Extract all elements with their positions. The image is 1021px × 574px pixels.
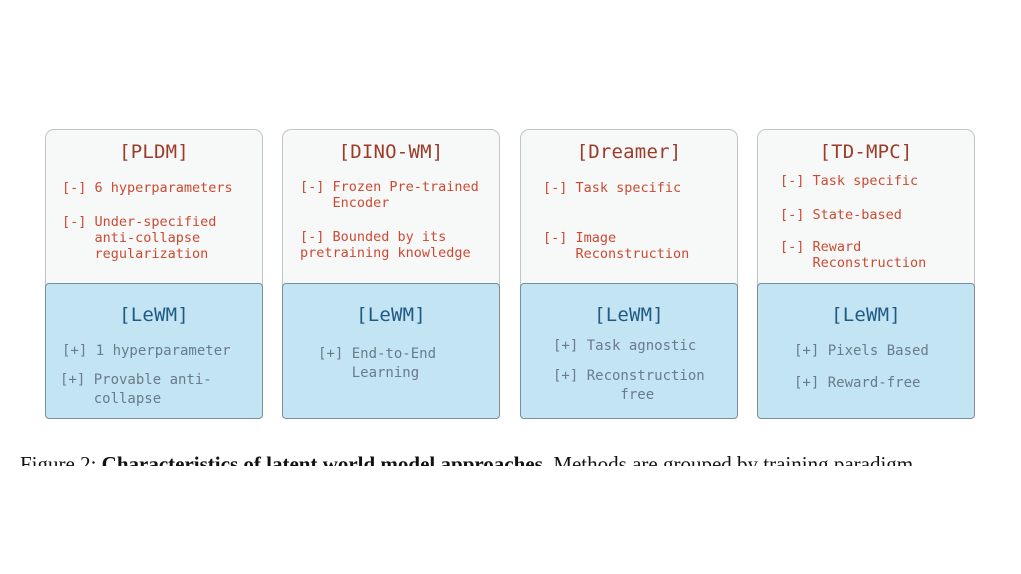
limitation-item: [-] Frozen Pre-trained Encoder xyxy=(300,179,479,211)
limitation-item: [-] Task specific xyxy=(543,180,682,196)
advantage-item: [+] End-to-End Learning xyxy=(318,346,437,381)
figure-caption: Figure 2: Characteristics of latent worl… xyxy=(20,452,1010,466)
method-title: [PLDM] xyxy=(119,141,189,163)
limitation-item: [-] Under-specified anti-collapse regula… xyxy=(62,214,217,262)
advantage-item: [+] Provable anti- collapse xyxy=(60,372,212,407)
lewm-title: [LeWM] xyxy=(594,304,664,326)
card-dreamer-lewm: [LeWM] [+] Task agnostic [+] Reconstruct… xyxy=(520,283,738,419)
advantage-item: [+] 1 hyperparameter xyxy=(62,343,231,359)
limitation-item: [-] Task specific xyxy=(780,173,919,189)
lewm-title: [LeWM] xyxy=(119,304,189,326)
advantage-item: [+] Reconstruction free xyxy=(553,368,705,403)
lewm-title: [LeWM] xyxy=(831,304,901,326)
advantage-item: [+] Task agnostic xyxy=(553,338,697,354)
method-title: [Dreamer] xyxy=(576,141,682,163)
card-dreamer-limitations: [Dreamer] [-] Task specific [-] Image Re… xyxy=(520,129,738,293)
lewm-title: [LeWM] xyxy=(356,304,426,326)
card-td-mpc-limitations: [TD-MPC] [-] Task specific [-] State-bas… xyxy=(757,129,975,293)
method-title: [DINO-WM] xyxy=(338,141,444,163)
advantage-item: [+] Reward-free xyxy=(794,375,921,391)
caption-bold: Characteristics of latent world model ap… xyxy=(101,452,549,466)
card-td-mpc-lewm: [LeWM] [+] Pixels Based [+] Reward-free xyxy=(757,283,975,419)
caption-rest: Methods are grouped by training paradigm xyxy=(553,452,914,466)
limitation-item: [-] Bounded by its pretraining knowledge xyxy=(300,229,471,261)
card-pldm-limitations: [PLDM] [-] 6 hyperparameters [-] Under-s… xyxy=(45,129,263,293)
limitation-item: [-] 6 hyperparameters xyxy=(62,180,233,196)
caption-label: Figure 2: xyxy=(20,452,97,466)
card-dino-wm-limitations: [DINO-WM] [-] Frozen Pre-trained Encoder… xyxy=(282,129,500,293)
limitation-item: [-] Image Reconstruction xyxy=(543,230,690,262)
card-pldm-lewm: [LeWM] [+] 1 hyperparameter [+] Provable… xyxy=(45,283,263,419)
advantage-item: [+] Pixels Based xyxy=(794,343,929,359)
method-title: [TD-MPC] xyxy=(819,141,913,163)
card-dino-wm-lewm: [LeWM] [+] End-to-End Learning xyxy=(282,283,500,419)
limitation-item: [-] State-based xyxy=(780,207,902,223)
limitation-item: [-] Reward Reconstruction xyxy=(780,239,927,271)
